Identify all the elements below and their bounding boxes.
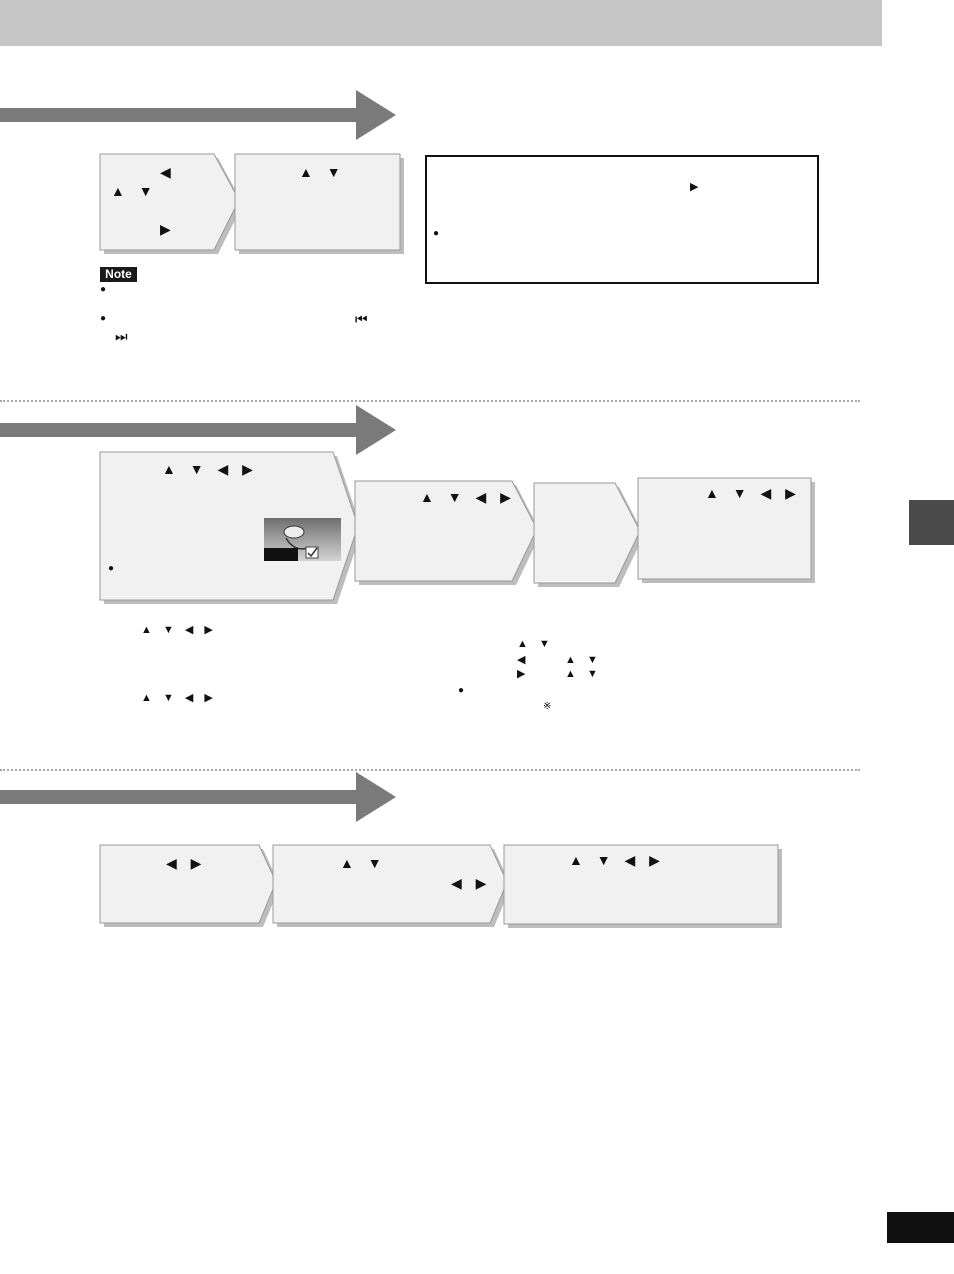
left-right-cursor-icon: ◀ ▶ xyxy=(166,855,207,871)
section-3-step-2-box xyxy=(272,844,511,927)
bullet-icon: ● xyxy=(458,685,465,696)
skip-forward-icon: ⏭ xyxy=(115,328,128,344)
up-down-cursor-icon: ▲ ▼ xyxy=(565,668,602,680)
section-2-arrow xyxy=(0,405,400,455)
section-divider xyxy=(0,769,860,771)
right-cursor-icon: ▶ xyxy=(160,221,176,237)
section-3-step-3-box xyxy=(503,844,782,928)
up-down-cursor-icon: ▲ ▼ xyxy=(299,164,346,180)
reference-mark-icon: ※ xyxy=(543,701,552,712)
skip-back-icon: ⏮ xyxy=(355,311,368,327)
header-bar xyxy=(0,0,882,46)
bullet-icon: ● xyxy=(108,563,115,574)
section-2-step-2-box xyxy=(354,480,541,585)
note-badge: Note xyxy=(100,267,137,282)
section-divider xyxy=(0,400,860,402)
four-way-cursor-icon: ▲ ▼ ◀ ▶ xyxy=(569,852,665,868)
section-index-tab xyxy=(909,500,954,545)
right-cursor-icon: ▶ xyxy=(690,181,703,193)
four-way-cursor-icon: ▲ ▼ ◀ ▶ xyxy=(141,692,217,704)
character-icon xyxy=(264,525,319,561)
right-cursor-icon: ▶ xyxy=(517,668,530,680)
section-1-step-1-box xyxy=(99,153,243,254)
section-1-step-2-box xyxy=(234,153,404,254)
up-down-cursor-icon: ▲ ▼ xyxy=(517,638,554,650)
four-way-cursor-icon: ▲ ▼ ◀ ▶ xyxy=(705,485,801,501)
section-2-step-4-box xyxy=(637,477,815,583)
four-way-cursor-icon: ▲ ▼ ◀ ▶ xyxy=(141,624,217,636)
section-3-step-1-box xyxy=(99,844,280,927)
menu-thumbnail-image xyxy=(264,518,341,561)
section-1-arrow xyxy=(0,90,400,140)
section-2-step-3-box xyxy=(533,482,644,587)
bullet-icon: ● xyxy=(433,228,440,239)
four-way-cursor-icon: ▲ ▼ ◀ ▶ xyxy=(420,489,516,505)
up-down-cursor-icon: ▲ ▼ xyxy=(340,855,387,871)
up-down-cursor-icon: ▲ ▼ xyxy=(111,183,158,199)
info-box xyxy=(425,155,819,284)
bullet-icon: ● xyxy=(100,284,107,295)
section-2-step-1-box xyxy=(99,451,362,604)
page-number-tab xyxy=(887,1212,954,1243)
left-cursor-icon: ◀ xyxy=(160,164,176,180)
left-cursor-icon: ◀ xyxy=(517,654,530,666)
left-right-cursor-icon: ◀ ▶ xyxy=(451,875,492,891)
four-way-cursor-icon: ▲ ▼ ◀ ▶ xyxy=(162,461,258,477)
bullet-icon: ● xyxy=(100,313,107,324)
up-down-cursor-icon: ▲ ▼ xyxy=(565,654,602,666)
section-3-arrow xyxy=(0,772,400,822)
